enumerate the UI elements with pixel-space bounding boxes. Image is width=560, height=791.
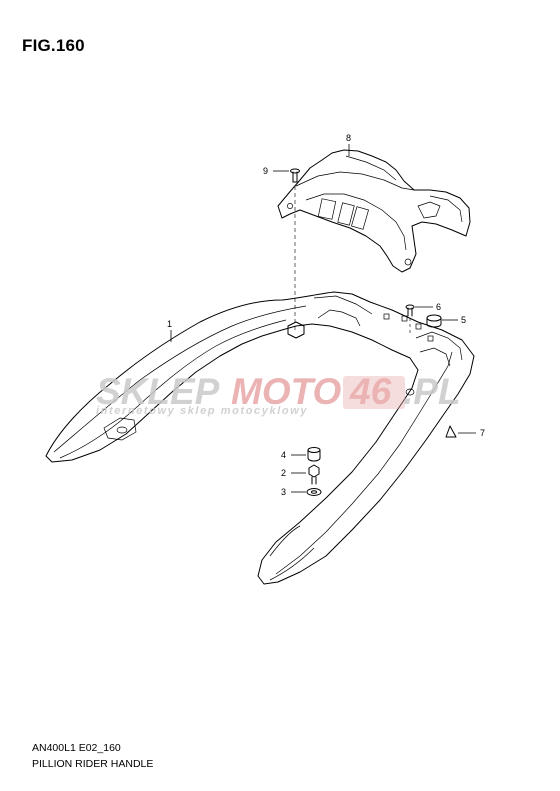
section-name: PILLION RIDER HANDLE [32,758,154,770]
svg-text:7: 7 [480,428,485,438]
svg-text:MOTO: MOTO [231,371,342,412]
svg-text:6: 6 [436,302,441,312]
callout-6: 6 [415,302,441,312]
callout-4: 4 [281,450,306,460]
callout-2: 2 [281,468,306,478]
callout-3: 3 [281,487,306,497]
callout-1: 1 [167,319,172,342]
svg-text:46: 46 [349,371,392,412]
svg-text:2: 2 [281,468,286,478]
svg-text:3: 3 [281,487,286,497]
svg-text:9: 9 [263,166,268,176]
part-2-bolt [308,464,320,485]
svg-text:1: 1 [167,319,172,329]
part-5-damper [426,314,442,328]
handle-mount-nut [287,321,305,339]
part-9-screw [290,168,300,183]
part-3-washer [306,488,322,496]
watermark-logo: SKLEP MOTO 46 .PL internetowy sklep moto… [96,371,461,417]
part-6-screw [405,304,415,317]
callout-5: 5 [442,315,466,325]
svg-text:5: 5 [461,315,466,325]
part-4-cap [307,447,321,462]
svg-text:8: 8 [346,133,351,143]
callout-8: 8 [346,133,351,156]
svg-text:4: 4 [281,450,286,460]
svg-text:internetowy sklep motocyklowy: internetowy sklep motocyklowy [96,405,308,417]
svg-text:SKLEP: SKLEP [96,371,220,412]
svg-text:.PL: .PL [403,371,461,412]
callout-9: 9 [263,166,289,176]
part-8-rear-cover [277,149,471,273]
figure-title: FIG.160 [22,36,85,55]
part-1-pillion-handle [45,291,475,585]
part-7-clip [445,425,457,438]
callout-7: 7 [458,428,485,438]
model-code: AN400L1 E02_160 [32,742,121,754]
